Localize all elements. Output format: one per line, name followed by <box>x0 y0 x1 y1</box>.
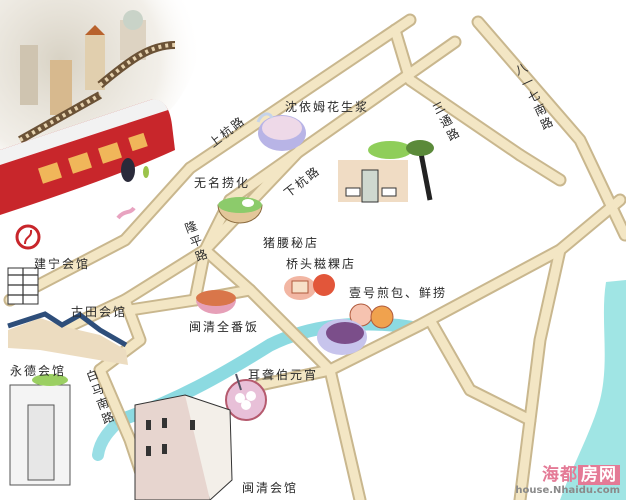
place-label-qiaotou: 桥头糍粿店 <box>286 257 357 271</box>
roads <box>3 13 626 500</box>
noodle-bowl-icon <box>217 197 263 224</box>
place-label-minqing-fan: 闽清全番饭 <box>189 320 260 334</box>
place-label-minqing-guild: 闽清会馆 <box>242 481 299 495</box>
fried-buns-icon <box>349 303 394 329</box>
seafood-soup-bowl-icon <box>317 319 367 355</box>
place-label-erlongbo: 耳聋伯元宵 <box>248 368 319 382</box>
place-label-yongde: 永德会馆 <box>10 364 67 378</box>
watermark-logo: 海都房网 <box>515 460 620 485</box>
watermark: 海都房网 house.Nhaidu.com <box>515 460 620 496</box>
place-label-yihao: 壹号煎包、鲜捞 <box>349 286 448 300</box>
peanut-soup-bowl-icon <box>256 112 306 151</box>
watermark-cn-part2: 房网 <box>578 465 620 485</box>
gutian-guildhall-roof-icon <box>7 311 128 365</box>
minqing-building-icon <box>134 394 233 500</box>
tangyuan-bowl-icon <box>225 373 267 421</box>
guildhall-sketch-icon <box>338 140 434 203</box>
place-label-jianning: 建宁会馆 <box>34 257 91 271</box>
place-label-zhuyao: 猪腰秘店 <box>263 236 320 250</box>
place-label-shenyimu: 沈依姆花生浆 <box>285 100 370 114</box>
watermark-cn-part1: 海都 <box>542 465 578 485</box>
city-train-illustration <box>0 0 203 250</box>
yongde-gate-icon <box>9 374 71 486</box>
watermark-url: house.Nhaidu.com <box>515 485 620 496</box>
jianning-guildhall-icon <box>7 267 39 305</box>
rice-cake-plate-icon <box>284 274 335 300</box>
place-label-gutian: 古田会馆 <box>71 305 128 319</box>
rice-bowl-icon <box>196 290 236 314</box>
place-label-wuming-laohua: 无名捞化 <box>194 176 251 190</box>
